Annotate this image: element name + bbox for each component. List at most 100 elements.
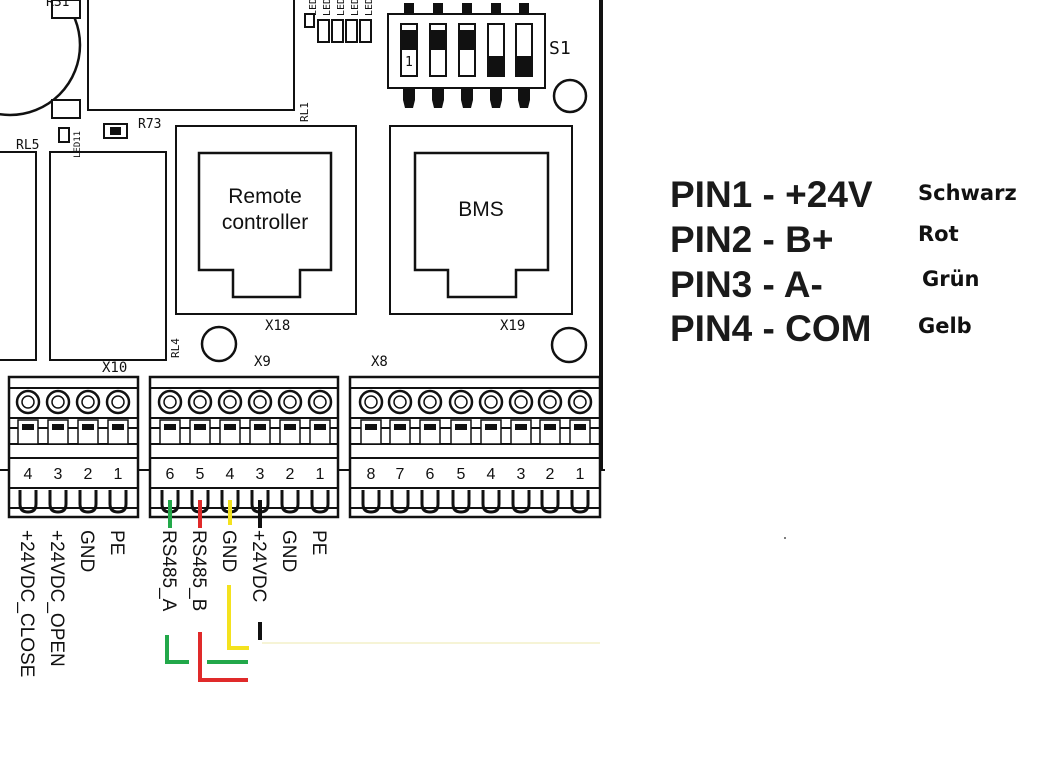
dip-pin-top — [519, 3, 529, 15]
pinout-color-2: Rot — [918, 222, 959, 246]
terminal-screw[interactable] — [387, 389, 413, 415]
terminal-pin-number: 5 — [457, 466, 466, 483]
wire-entry[interactable] — [390, 490, 410, 514]
terminal-clamp — [159, 419, 181, 445]
rj45-bms: BMS X19 — [389, 125, 588, 364]
pinout-row-3: PIN3 - A- — [670, 264, 823, 305]
terminal-screw[interactable] — [15, 389, 41, 415]
terminal-pin-number: 1 — [114, 466, 123, 483]
wire-entry[interactable] — [361, 490, 381, 514]
terminal-screw[interactable] — [417, 389, 443, 415]
terminal-clamp-mark — [254, 424, 266, 430]
terminal-screw[interactable] — [478, 389, 504, 415]
terminal-pin-number: 4 — [24, 466, 33, 483]
terminal-screw-inner — [573, 395, 587, 409]
terminal-pin-number: 2 — [286, 466, 295, 483]
terminal-clamp — [249, 419, 271, 445]
terminal-screw[interactable] — [187, 389, 213, 415]
dip-pin-top — [404, 3, 414, 15]
terminal-screw[interactable] — [358, 389, 384, 415]
terminal-clamp — [279, 419, 301, 445]
dip-knob — [516, 56, 532, 76]
terminal-clamp-mark — [314, 424, 326, 430]
wire-entry[interactable] — [420, 490, 440, 514]
terminal-screw[interactable] — [247, 389, 273, 415]
terminal-clamp — [189, 419, 211, 445]
signal-label: GND — [76, 530, 97, 572]
terminal-clamp — [419, 419, 441, 445]
rj45-remote-controller: Remote controller X18 — [175, 125, 357, 363]
wire-entry[interactable] — [540, 490, 560, 514]
wire-entry[interactable] — [108, 490, 128, 514]
wire-entry[interactable] — [48, 490, 68, 514]
terminal-pin-number: 2 — [84, 466, 93, 483]
signal-label: PE — [308, 530, 329, 555]
rj45-label: BMS — [458, 198, 504, 221]
ref-led11: LED11 — [73, 131, 83, 158]
terminal-screw-inner — [193, 395, 207, 409]
terminal-clamp — [107, 419, 129, 445]
terminal-pin-number: 6 — [166, 466, 175, 483]
led-label: LED — [350, 0, 361, 16]
terminal-screw[interactable] — [277, 389, 303, 415]
terminal-screw[interactable] — [537, 389, 563, 415]
terminal-clamp-mark — [515, 424, 527, 430]
terminal-clamp — [360, 419, 382, 445]
wire-entry[interactable] — [481, 490, 501, 514]
wire-entry[interactable] — [511, 490, 531, 514]
terminal-screw[interactable] — [448, 389, 474, 415]
pinout-row-4: PIN4 - COM — [670, 308, 872, 349]
terminal-clamp-mark — [164, 424, 176, 430]
ic-outline — [87, 0, 295, 111]
terminal-clamp-mark — [22, 424, 34, 430]
terminal-pin-number: 1 — [316, 466, 325, 483]
dip-knob — [401, 30, 417, 50]
pinout-row-1: PIN1 - +24V — [670, 174, 873, 215]
rj45-ref: X18 — [265, 318, 290, 334]
terminal-pin-number: 3 — [256, 466, 265, 483]
wire-entry[interactable] — [78, 490, 98, 514]
terminal-screw[interactable] — [45, 389, 71, 415]
wire-entry[interactable] — [310, 490, 330, 514]
pinout-color-1: Schwarz — [918, 181, 1017, 205]
wire-entry[interactable] — [451, 490, 471, 514]
rj45-ref: X19 — [500, 318, 525, 334]
terminal-screw[interactable] — [307, 389, 333, 415]
terminal-screw-inner — [21, 395, 35, 409]
dip-switch: 1 S1 — [387, 3, 588, 114]
connector-ref-x8: X8 — [371, 354, 388, 370]
terminal-clamp-mark — [544, 424, 556, 430]
wire-entry[interactable] — [18, 490, 38, 514]
terminal-clamp-mark — [194, 424, 206, 430]
dip-pin-bottom — [403, 88, 415, 108]
dip-pin-top — [433, 3, 443, 15]
wire-entry[interactable] — [280, 490, 300, 514]
wire-entry[interactable] — [570, 490, 590, 514]
terminal-clamp — [219, 419, 241, 445]
signal-label: GND — [278, 530, 299, 572]
dip-knob — [459, 30, 475, 50]
terminal-pin-number: 3 — [517, 466, 526, 483]
terminal-screw[interactable] — [75, 389, 101, 415]
terminal-screw[interactable] — [105, 389, 131, 415]
ref-rl4: RL4 — [169, 338, 182, 358]
terminal-clamp-mark — [112, 424, 124, 430]
terminal-screw[interactable] — [567, 389, 593, 415]
rj45-label-line1: Remote — [228, 185, 302, 208]
signal-label: +24VDC — [248, 530, 269, 602]
dip-switch-first-label: 1 — [405, 55, 413, 70]
ref-rl5: RL5 — [16, 138, 39, 153]
pinout-color-3: Grün — [922, 267, 980, 291]
terminal-screw-inner — [51, 395, 65, 409]
dip-pin-bottom — [490, 88, 502, 108]
wire-yellow — [227, 585, 249, 650]
led-label: LED — [308, 0, 319, 16]
signal-label: GND — [218, 530, 239, 572]
wire-green — [165, 635, 189, 664]
terminal-screw[interactable] — [157, 389, 183, 415]
ref-r73: R73 — [138, 117, 161, 132]
terminal-screw[interactable] — [217, 389, 243, 415]
terminal-screw[interactable] — [508, 389, 534, 415]
